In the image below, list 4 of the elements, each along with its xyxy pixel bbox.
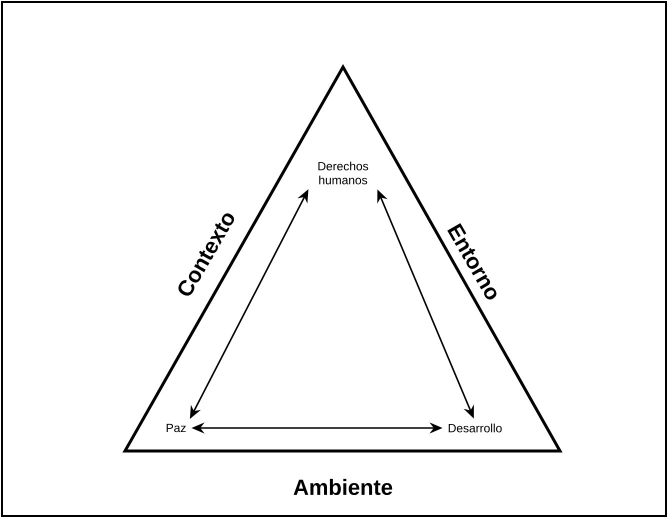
node-label: Derechos humanos xyxy=(318,162,368,184)
node-label: Paz xyxy=(166,424,186,432)
side-label: Ambiente xyxy=(294,478,392,496)
node-label: Desarrollo xyxy=(448,424,502,432)
